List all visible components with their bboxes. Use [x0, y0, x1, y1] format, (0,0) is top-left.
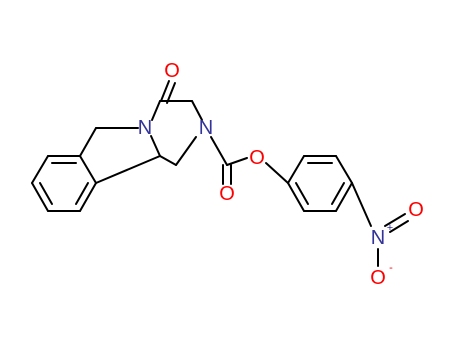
bond-aryl-inner-3 [295, 182, 309, 205]
oxygen-carbonyl-label: O [219, 183, 235, 205]
oxygen-ketone-label: O [164, 60, 180, 82]
bond-aryl-3 [335, 155, 353, 184]
bond-nitro-otop-2 [389, 220, 409, 233]
nitrogen-nitro-label: N [371, 227, 385, 249]
bond-nitro-otop-1 [384, 213, 406, 227]
nitrogen-amine-label: N [199, 117, 213, 139]
bond-ch-aryl [95, 155, 161, 184]
atom-labels: O N N O O N + O O - [138, 60, 424, 289]
bond-aryl-inner-2 [331, 182, 345, 205]
bond-ch2-a [79, 127, 97, 157]
bond-ketone-2 [166, 82, 176, 104]
bond-aryl-6 [287, 182, 305, 212]
oxygen-nitro-top-label: O [408, 199, 424, 221]
oxygen-ester-label: O [249, 147, 265, 169]
bond-oxy-aryl [265, 162, 289, 184]
bond-n-ch [150, 135, 161, 157]
bond-aryl-1 [287, 155, 305, 184]
bond-benzo-inner-2 [75, 182, 89, 205]
bond-benzo-6 [31, 155, 49, 184]
nitro-positive-charge: + [387, 222, 393, 234]
bond-ch2-namine [191, 100, 203, 121]
bond-benzo-2 [79, 155, 97, 184]
bond-benzo-5 [31, 182, 49, 212]
nitrogen-ring-label: N [138, 117, 152, 139]
bonds [31, 80, 409, 267]
bond-carbamate-oxy [226, 157, 248, 166]
bond-ch2-ch [159, 155, 177, 166]
nitro-negative-charge: - [389, 262, 393, 274]
bond-aryl-4 [335, 182, 353, 212]
bond-ketone-1 [160, 80, 170, 102]
oxygen-nitro-bottom-label: O [370, 267, 386, 289]
bond-n-carbonyl [151, 100, 161, 121]
bond-aryl-nitro [351, 182, 372, 227]
bond-benzo-3 [79, 182, 97, 212]
bond-benzo-inner-3 [39, 182, 53, 205]
bond-namine-ch2 [175, 136, 197, 166]
bond-namine-carbamate [210, 136, 228, 166]
